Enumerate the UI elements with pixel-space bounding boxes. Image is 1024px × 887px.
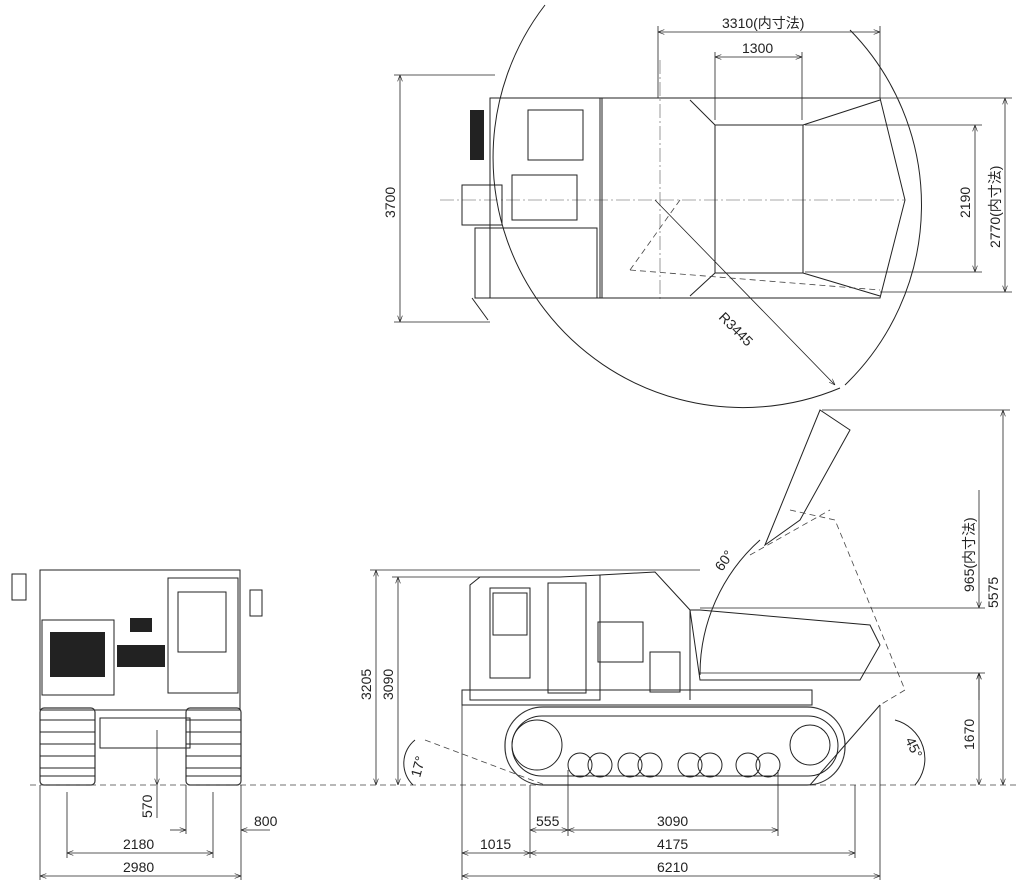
front-view: 570 800 2180 2980: [11, 569, 1020, 880]
dim-3205: 3205: [358, 669, 374, 700]
angle-17: 17°: [407, 754, 428, 779]
dim-3310-inner: 3310(内寸法): [722, 15, 804, 31]
dump-angle-arc: [699, 539, 761, 676]
sprocket: [511, 719, 563, 771]
dim-3090-tumbler: 3090: [657, 813, 688, 829]
dim-r3445: R3445: [716, 309, 757, 350]
dim-800: 800: [254, 813, 278, 829]
top-view: 3310(内寸法) 1300 3700 2190 2770(内寸法) R3445: [382, 4, 1012, 409]
right-track-front: [185, 707, 242, 786]
dim-2770-inner: 2770(内寸法): [987, 166, 1003, 248]
dump-bed-side: [689, 409, 906, 706]
machine-body-top: [461, 97, 603, 321]
dim-6210: 6210: [657, 859, 688, 875]
dim-3700: 3700: [382, 187, 398, 218]
dim-4175: 4175: [657, 836, 688, 852]
dim-555: 555: [536, 813, 560, 829]
crawler-track-side: [504, 706, 846, 786]
dim-2190: 2190: [957, 187, 973, 218]
dim-1300: 1300: [742, 40, 773, 56]
departure-angle-arc: [894, 719, 926, 786]
cab-side: [461, 571, 813, 706]
idler: [789, 724, 831, 766]
dim-1670: 1670: [961, 719, 977, 750]
dim-3090-height: 3090: [380, 669, 396, 700]
approach-angle-arc: [403, 739, 416, 786]
dim-2180: 2180: [123, 836, 154, 852]
dim-1015: 1015: [480, 836, 511, 852]
side-view: 17° 45° 60° 3205 3090 5575 965(内寸法) 1670…: [358, 409, 1010, 880]
angle-45: 45°: [902, 735, 925, 761]
dump-bed-top: [599, 97, 906, 299]
dim-2980: 2980: [123, 859, 154, 875]
dim-570: 570: [139, 794, 155, 818]
swing-radius-arc: [492, 4, 841, 409]
dim-965-inner: 965(内寸法): [961, 517, 977, 592]
left-track-front: [39, 707, 96, 786]
dim-5575: 5575: [985, 577, 1001, 608]
